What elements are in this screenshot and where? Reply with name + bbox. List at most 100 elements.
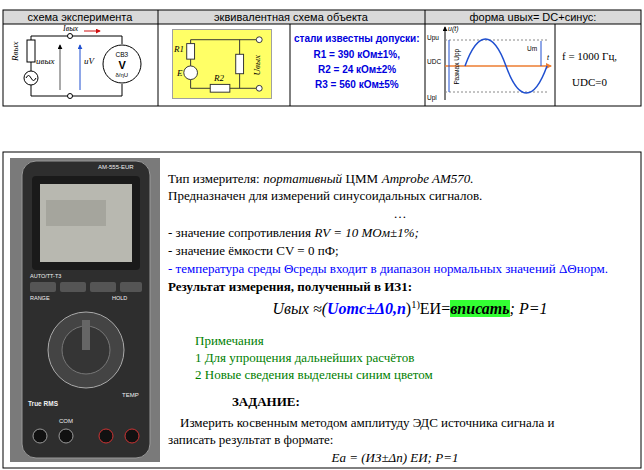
axis-label: u(t) — [448, 25, 459, 33]
text-segment: Amprobe AM570. — [382, 171, 474, 186]
current-arrow — [84, 31, 100, 32]
text-segment: портативный — [263, 171, 342, 186]
signal-name: Iвых — [63, 24, 78, 33]
button-label: AUTO/TT-T3 — [30, 273, 61, 279]
signal-name: uV — [84, 56, 94, 66]
text-segment: Примечания — [195, 333, 264, 348]
axis-label: t — [547, 54, 549, 62]
source-symbol — [24, 71, 38, 85]
text-line: 2 Новые сведения выделены синим цветом — [195, 367, 433, 383]
text-segment: Тип измерителя: — [168, 171, 260, 186]
axis-label: UDC — [427, 58, 441, 65]
text-line: Примечания — [195, 333, 264, 349]
text-segment: ; P=1 — [510, 300, 548, 317]
terminal — [256, 37, 262, 43]
span-bracket — [449, 40, 450, 92]
tolerance-value: R1 = 390 кОм±1%, — [314, 49, 401, 61]
text-line: Uвых ≈(Uотс±Δ0,п)1)ЕИ=вписать; P=1 — [273, 298, 548, 319]
text-segment: 1) — [411, 299, 420, 310]
input-jack — [33, 429, 47, 443]
text-segment: Ea = (ИЗ±Δп) ЕИ; P=1 — [332, 450, 459, 465]
text-segment: 1 Для упрощения дальнейших расчётов — [195, 350, 414, 365]
text-segment: Результат измерения, полученный в ИЗ1: — [168, 279, 412, 294]
multimeter-photo — [10, 158, 160, 462]
node-text: V — [119, 59, 126, 72]
equivalent-circuit-art — [184, 37, 262, 92]
axis — [445, 27, 446, 100]
input-jack — [125, 429, 139, 443]
text-segment: записать результат в формате: — [168, 432, 333, 447]
dial-pointer — [82, 320, 90, 350]
screen-bezel — [32, 176, 140, 270]
text-segment: - температура среды Θсреды входит в диап… — [168, 261, 608, 276]
node-text: СВЗ — [116, 51, 129, 58]
tolerance-value: R3 = 560 кОм±5% — [315, 79, 399, 91]
input-jack — [59, 429, 73, 443]
signal-name: Rвых — [10, 41, 20, 61]
text-segment: ЦММ — [346, 171, 379, 186]
resistor-symbol — [27, 40, 35, 62]
axis-label: Upu — [427, 34, 439, 41]
header-cell: форма uвых= DC+синус: — [470, 11, 597, 24]
equivalent-circuit: R1ER2Uвых — [172, 29, 272, 99]
voltmeter-symbol: СВЗVδ/ηU — [102, 44, 142, 84]
text-segment: - значение сопротивления — [168, 225, 311, 240]
text-line: … — [394, 206, 407, 222]
terminal — [256, 85, 262, 91]
text-line: Измерить косвенным методом амплитуду ЭДС… — [180, 415, 554, 431]
terminal — [68, 94, 73, 99]
text-line: - значение ёмкости CV = 0 пФ; — [168, 243, 339, 259]
text-segment: Uвых ≈( — [273, 300, 328, 317]
sine-symbol — [26, 76, 36, 81]
input-jack — [99, 429, 113, 443]
text-segment: Предназначен для измерений синусоидальны… — [168, 188, 482, 203]
node-text: Uвых — [252, 55, 262, 76]
text-line: Тип измерителя:портативный ЦММAmprobe AM5… — [168, 171, 473, 187]
text-segment: ЗАДАНИЕ: — [232, 394, 300, 409]
text-segment: RV = 10 МОм±1%; — [315, 225, 419, 240]
table-rule — [3, 24, 641, 25]
text-line: - температура среды Θсреды входит в диап… — [168, 261, 608, 277]
button-label: RANGE — [30, 295, 50, 301]
text-segment: ) — [406, 300, 411, 317]
dc-line — [445, 65, 551, 66]
resistor-symbol — [236, 54, 244, 73]
dial-label: TEMP — [122, 392, 139, 399]
dc-value: UDC=0 — [572, 76, 607, 89]
table-rule — [290, 24, 291, 106]
button — [30, 282, 56, 292]
table-border — [3, 10, 641, 106]
wire — [31, 62, 32, 71]
amplitude-bracket — [541, 41, 542, 66]
photo-ground — [10, 158, 160, 462]
text-segment: вписать — [450, 300, 509, 317]
waveform-plot — [445, 27, 551, 100]
voltmeter-circle — [103, 45, 141, 83]
node-text: δ/ηU — [116, 72, 129, 79]
wire — [31, 84, 122, 96]
text-line: 1 Для упрощения дальнейших расчётов — [195, 350, 414, 366]
lcd-screen — [40, 184, 132, 262]
axis-label: Upl — [427, 94, 437, 101]
node-text: R2 — [214, 73, 224, 83]
source-symbol — [184, 66, 198, 80]
panel-border — [3, 152, 641, 468]
table-rule — [555, 24, 556, 106]
axis-label: Размах Upp — [453, 48, 460, 84]
voltage-arrow — [60, 45, 61, 90]
voltage-arrow — [80, 45, 81, 90]
text-segment: Uотс±Δ0,п — [327, 300, 406, 317]
text-segment: - значение ёмкости CV = 0 пФ; — [168, 243, 339, 258]
resistor-symbol — [187, 44, 195, 60]
tolerance-value: R2 = 24 кОм±2% — [318, 64, 396, 76]
lcd-digits — [46, 200, 106, 226]
rotary-dial — [48, 312, 124, 388]
text-line: Результат измерения, полученный в ИЗ1: — [168, 279, 412, 295]
model-label: AM-555-EUR — [98, 164, 134, 171]
frequency-value: f = 1000 Гц, — [562, 50, 617, 63]
axis-label: Um — [527, 45, 537, 52]
wire — [191, 40, 257, 66]
meter-body — [22, 161, 150, 458]
text-segment: ЕИ= — [420, 300, 450, 317]
